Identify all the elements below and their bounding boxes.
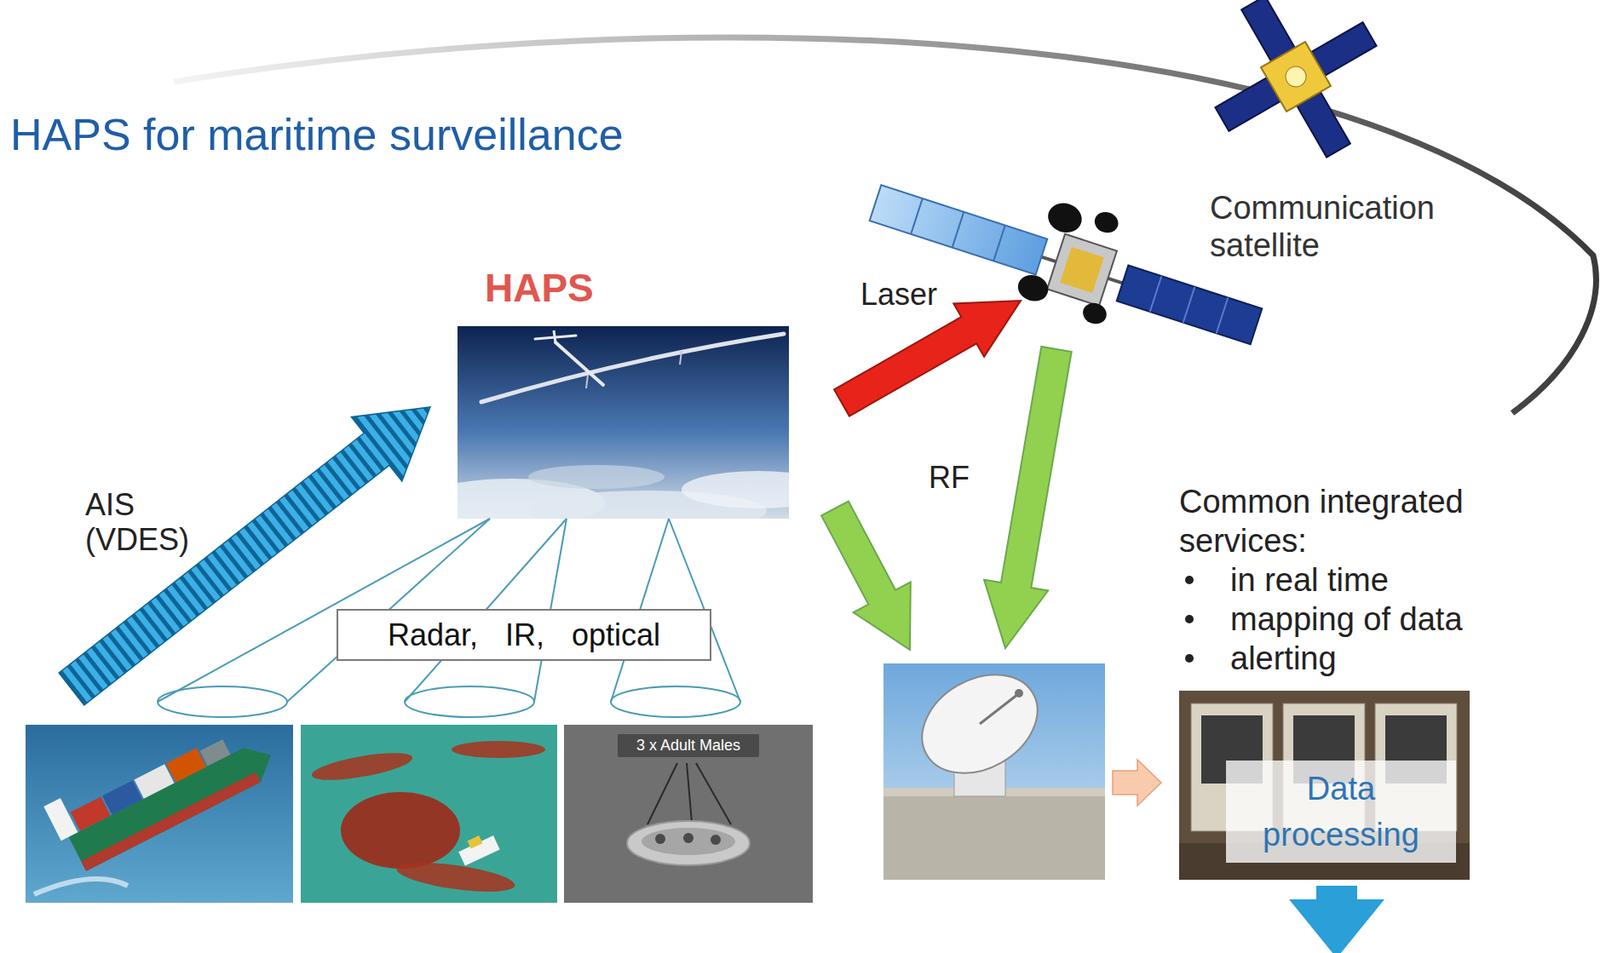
person xyxy=(655,834,666,845)
bullet-item: in real time xyxy=(1230,560,1389,600)
sea xyxy=(25,725,294,904)
link-label: Laser xyxy=(860,276,938,312)
building xyxy=(883,796,1106,881)
satellite-label: Communication satellite xyxy=(1209,189,1435,265)
leader-line xyxy=(686,763,692,824)
oil-spill-picture xyxy=(300,725,558,904)
link-label: RF xyxy=(928,460,970,495)
overlay-text: Data processing xyxy=(1262,765,1420,858)
ship xyxy=(43,704,280,875)
sea xyxy=(300,725,558,904)
container xyxy=(200,739,231,766)
title: HAPS for maritime surveillance xyxy=(10,109,624,161)
dish-feed-horn xyxy=(1014,689,1024,698)
glider-pod xyxy=(586,374,588,389)
satellite-foil xyxy=(1059,247,1105,294)
oil-slick xyxy=(451,741,546,759)
dinghy-inside xyxy=(641,828,736,856)
satellite-body xyxy=(1260,41,1331,112)
bullet xyxy=(1185,615,1194,624)
room xyxy=(1179,690,1470,881)
detection-tag: 3 x Adult Males xyxy=(617,734,760,758)
dish-feed xyxy=(979,694,1019,725)
panel-grid xyxy=(1150,276,1229,334)
haps-picture xyxy=(457,326,789,519)
leader-line xyxy=(647,763,678,825)
cone-footprint xyxy=(610,686,741,718)
ground-station-picture xyxy=(883,655,1106,881)
sea xyxy=(564,725,813,904)
panel-grid xyxy=(910,198,1006,261)
ship-bridge xyxy=(43,798,78,841)
oil-slick xyxy=(340,792,461,870)
data-processing-panel: Data processing xyxy=(1179,690,1470,881)
container xyxy=(166,748,207,783)
ship-hull xyxy=(69,748,261,872)
ship-picture xyxy=(25,704,294,904)
bullet-item: mapping of data xyxy=(1230,599,1463,639)
glider-wing xyxy=(481,333,784,403)
solar-panel xyxy=(869,184,1048,275)
output-arrow xyxy=(1289,886,1385,953)
services-heading: Common integrated services: xyxy=(1179,482,1537,561)
sensor-box: Radar, IR, optical xyxy=(336,609,712,662)
oil-slick xyxy=(310,748,415,786)
ship-keel xyxy=(80,772,261,872)
tag-label: 3 x Adult Males xyxy=(624,736,753,755)
box-label: Radar, IR, optical xyxy=(387,617,661,654)
node-heading: HAPS xyxy=(484,264,594,311)
cloud xyxy=(528,465,665,490)
glider-pod xyxy=(679,351,682,365)
rf-arrow xyxy=(821,501,911,651)
satellite-dish xyxy=(1080,299,1110,327)
control-room-picture xyxy=(1179,690,1470,881)
cloud xyxy=(681,471,789,509)
boat xyxy=(458,835,500,866)
bullet-item: alerting xyxy=(1230,638,1337,679)
dinghy-picture xyxy=(564,725,813,904)
person xyxy=(710,834,721,846)
ship-bow xyxy=(243,738,281,783)
satellite-dish xyxy=(1282,63,1311,92)
container xyxy=(102,780,143,815)
flow-arrow xyxy=(1112,759,1162,806)
solar-panel xyxy=(1116,265,1263,346)
glider-fin xyxy=(553,330,556,343)
cone-footprint xyxy=(157,686,288,718)
cone-footprint xyxy=(404,686,535,718)
container xyxy=(70,796,111,831)
person xyxy=(683,833,694,844)
bullet xyxy=(1185,654,1194,663)
orbit-arc xyxy=(173,37,1596,414)
satellite-body xyxy=(1047,234,1117,306)
boat-cabin xyxy=(467,835,484,849)
wake xyxy=(34,879,128,895)
rf-arrow xyxy=(984,346,1072,649)
dinghy xyxy=(627,821,750,866)
leader-line xyxy=(696,763,731,825)
oil-slick xyxy=(395,857,518,898)
bullet xyxy=(1185,575,1194,585)
container xyxy=(133,764,174,799)
link-label: AIS (VDES) xyxy=(85,487,190,558)
laser-arrow xyxy=(834,300,1021,417)
haps-platform: HAPS xyxy=(457,326,789,519)
dish xyxy=(904,655,1056,794)
glider-fuselage xyxy=(555,342,604,386)
satellite-dish xyxy=(1044,198,1087,237)
sensor-cones xyxy=(157,518,741,718)
communication-satellite xyxy=(1179,0,1412,194)
overlay-label: Data processing xyxy=(1225,760,1457,864)
satellite-dish xyxy=(1092,208,1122,236)
